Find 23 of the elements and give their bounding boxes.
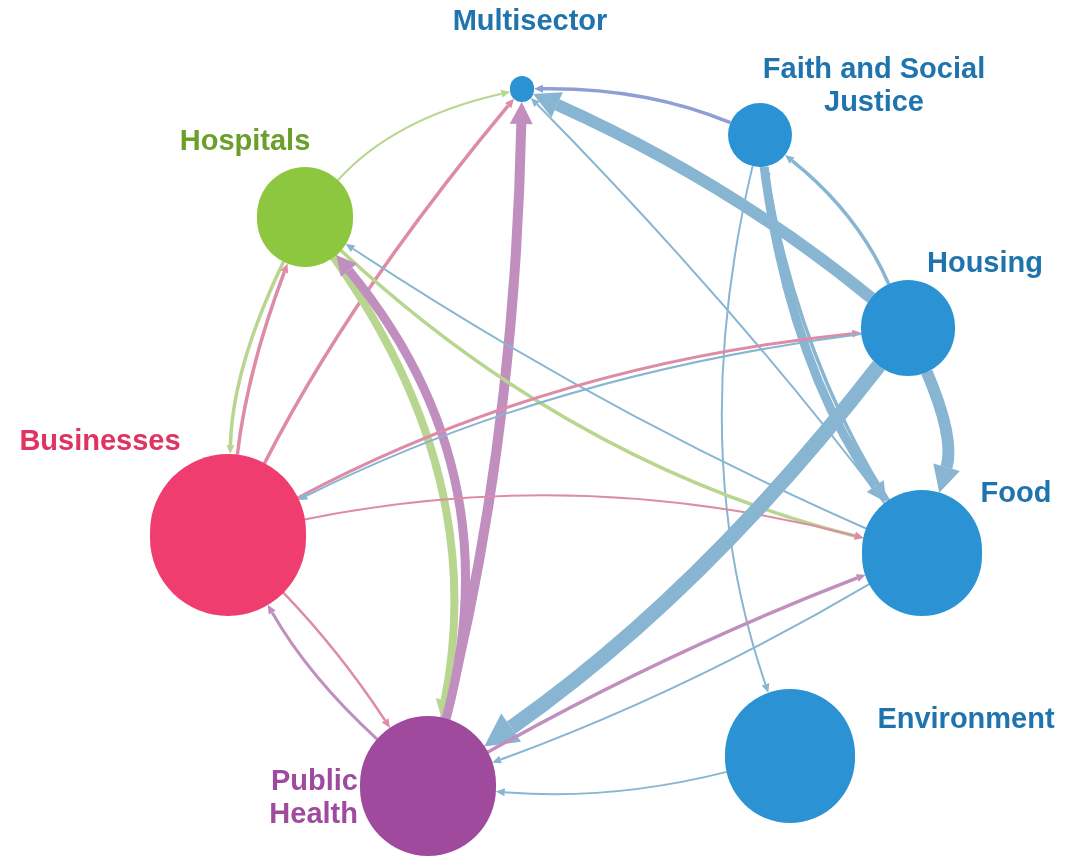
arrow bbox=[534, 84, 732, 125]
arrow bbox=[267, 604, 379, 741]
arrow bbox=[303, 494, 864, 540]
node-label: Food bbox=[979, 476, 1053, 509]
arrow bbox=[921, 369, 960, 493]
arrow bbox=[262, 98, 514, 465]
node-label: Housing bbox=[926, 246, 1044, 279]
arrow bbox=[721, 165, 770, 693]
arrow bbox=[336, 89, 511, 182]
node-label: Public Health bbox=[268, 764, 358, 830]
node-label: Hospitals bbox=[178, 124, 312, 157]
arrow bbox=[484, 361, 885, 747]
node-label: Multisector bbox=[451, 4, 609, 37]
node-label: Environment bbox=[876, 702, 1056, 735]
arrow bbox=[235, 263, 289, 455]
arrow bbox=[785, 155, 891, 285]
arrow bbox=[530, 97, 886, 505]
arrow bbox=[533, 92, 876, 303]
node-label: Faith and Social Justice bbox=[761, 52, 987, 118]
arrow bbox=[282, 591, 390, 728]
arrow bbox=[495, 770, 728, 797]
arrow bbox=[226, 260, 286, 455]
node-label: Businesses bbox=[18, 424, 182, 457]
